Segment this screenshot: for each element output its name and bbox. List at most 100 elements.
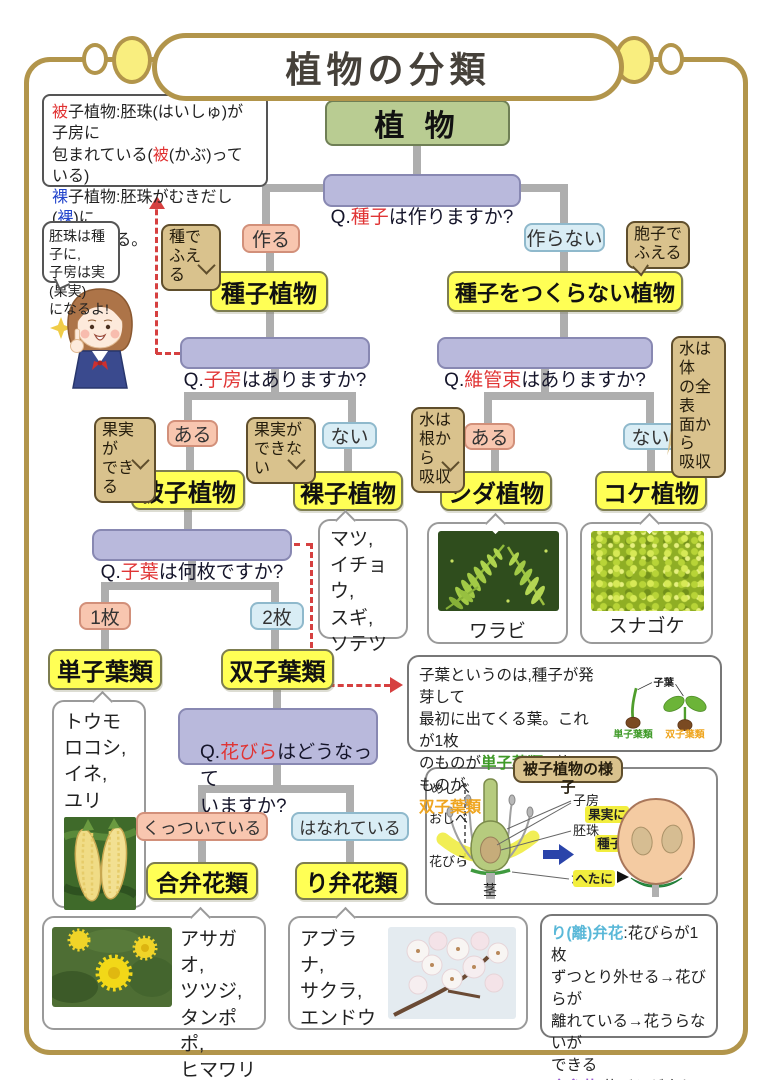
teacher-character-illustration — [50, 288, 133, 389]
sympetal-examples-box: アサガオ, ツツジ, タンポポ, ヒマワリ — [42, 916, 266, 1080]
node-monocots: 単子葉類 — [48, 649, 162, 690]
question-has-ovary: Q.子房はありますか? — [180, 337, 370, 391]
node-sympetalous: 合弁花類 — [146, 862, 258, 900]
connector-line — [647, 450, 655, 473]
q-rest: は作りますか? — [388, 207, 514, 228]
moss-caption: スナゴケ — [608, 616, 685, 637]
sparkle-icon — [50, 317, 72, 339]
dashed-line — [310, 543, 313, 684]
dashed-arrow-right-icon — [390, 677, 411, 693]
connector-line — [198, 785, 354, 793]
deco-circle-small-right — [658, 43, 684, 75]
connector-line — [560, 250, 568, 273]
connector-line — [271, 582, 279, 604]
connector-line — [271, 630, 279, 651]
connector-line — [560, 312, 568, 339]
label-petal: 花びら — [429, 854, 468, 869]
angiosperm-structure-box: めしべ おしべ 花びら 茎 子房 胚珠 がく 果実に 種子に へたに — [425, 767, 718, 905]
girl-speech-text: 胚珠は種子に, 子房は実(果実) になるよ! — [49, 228, 109, 317]
angiosperm-diagram-title: 被子植物の様子 — [513, 756, 623, 796]
connector-line — [346, 839, 354, 863]
moss-photo — [591, 531, 704, 611]
connector-line — [101, 582, 109, 604]
connector-line — [198, 839, 206, 863]
connector-line — [516, 184, 568, 192]
connector-line — [560, 184, 568, 229]
answer-two-leaves: 2枚 — [250, 602, 304, 630]
corn-photo — [61, 816, 139, 910]
q-prefix: Q. — [444, 370, 465, 391]
q-keyword: 子房 — [203, 370, 242, 391]
dashed-line — [156, 352, 180, 355]
gymnosperm-examples-box: マツ, イチョウ, スギ, ソテツ — [318, 519, 408, 655]
hint-fruit-not-forms: 果実が できない — [246, 417, 316, 484]
label-pistil: めしべ — [431, 781, 470, 796]
seedling-monocot-label: 単子葉類 — [613, 728, 652, 741]
monocot-examples-box: トウモ ロコシ, イネ, ユリ — [52, 700, 146, 910]
connector-line — [101, 582, 279, 590]
connector-line — [484, 392, 654, 400]
connector-line — [198, 785, 206, 814]
dashed-line — [155, 200, 158, 354]
answer-vascular-yes: ある — [464, 423, 515, 450]
question-petal-arrangement: Q.花びらはどうなって いますか? — [178, 708, 378, 817]
answer-one-leaf: 1枚 — [79, 602, 131, 630]
connector-line — [101, 630, 109, 651]
connector-line — [346, 785, 354, 814]
fern-example-box: ワラビ — [427, 522, 568, 644]
q-prefix: Q. — [200, 742, 221, 763]
label-stem: 茎 — [483, 882, 497, 898]
petal-type-note-text: り(離)弁花:花びらが1枚 ずつとり外せる→花びらが 離れている→花うらないが … — [551, 925, 707, 1080]
connector-line — [184, 392, 192, 423]
page-title: 植物の分類 — [152, 33, 624, 101]
connector-line — [262, 184, 327, 192]
connector-line — [491, 450, 499, 473]
node-plants: 植 物 — [325, 100, 510, 146]
sympetal-examples: アサガオ, ツツジ, タンポポ, ヒマワリ — [180, 929, 257, 1080]
hint-seed-propagation: 種で ふえる — [161, 224, 221, 291]
answer-ovary-yes: ある — [167, 420, 218, 447]
question-cotyledon-count: Q.子葉は何枚ですか? — [92, 529, 292, 583]
fern-photo — [438, 531, 559, 611]
seedling-leaf-label: 子葉 — [653, 676, 674, 689]
connector-line — [646, 392, 654, 425]
connector-line — [273, 690, 281, 709]
dashed-line — [294, 543, 312, 546]
monocot-examples: トウモ ロコシ, イネ, ユリ — [64, 712, 127, 812]
connector-line — [273, 764, 281, 787]
connector-line — [188, 560, 196, 584]
hint-water-from-roots: 水は 根から 吸収 — [411, 407, 465, 493]
petal-type-note-box: り(離)弁花:花びらが1枚 ずつとり外せる→花びらが 離れている→花うらないが … — [540, 914, 718, 1080]
connector-line — [348, 392, 356, 425]
question-makes-seeds: Q.種子は作りますか? — [323, 174, 521, 228]
q-keyword: 子葉 — [120, 562, 159, 583]
connector-line — [344, 448, 352, 473]
cotyledon-note-text: 子葉というのは,種子が発芽して 最初に出てくる葉。これが1枚 のものが単子葉類,… — [419, 667, 594, 816]
flower-to-fruit-diagram: めしべ おしべ 花びら 茎 子房 胚珠 がく 果実に 種子に へたに — [429, 778, 696, 899]
polypetal-examples-box: アブラナ, サクラ, エンドウ — [288, 916, 528, 1030]
seedling-dicot-label: 双子葉類 — [665, 728, 704, 741]
seedling-illustration: 子葉 単子葉類 双子葉類 — [613, 676, 707, 741]
q-prefix: Q. — [100, 562, 121, 583]
answer-fused: くっついている — [136, 812, 268, 841]
connector-line — [266, 312, 274, 339]
connector-line — [266, 252, 274, 274]
deco-circle-small-left — [82, 43, 108, 75]
label-to-heta: へたに — [575, 872, 613, 886]
answer-make: 作る — [242, 224, 300, 253]
node-dicots: 双子葉類 — [221, 649, 334, 690]
node-seed-plants: 種子植物 — [210, 271, 328, 312]
answer-ovary-no: ない — [322, 422, 377, 449]
connector-line — [271, 368, 279, 394]
cotyledon-note-box: 子葉というのは,種子が発芽して 最初に出てくる葉。これが1枚 のものが単子葉類,… — [407, 655, 722, 816]
q-rest: はありますか? — [521, 370, 646, 391]
q-rest: はありますか? — [241, 370, 367, 391]
q-rest: はどうなって いますか? — [200, 742, 373, 817]
connector-line — [541, 368, 549, 394]
answer-separate: はなれている — [291, 812, 409, 841]
girl-speech-bubble: 胚珠は種子に, 子房は実(果実) になるよ! — [42, 221, 120, 317]
connector-line — [184, 392, 356, 400]
definition-note: 被子植物:胚珠(はいしゅ)が子房に 包まれている(被(かぶ)っている) 裸子植物… — [42, 94, 268, 249]
q-keyword: 種子 — [350, 207, 389, 228]
